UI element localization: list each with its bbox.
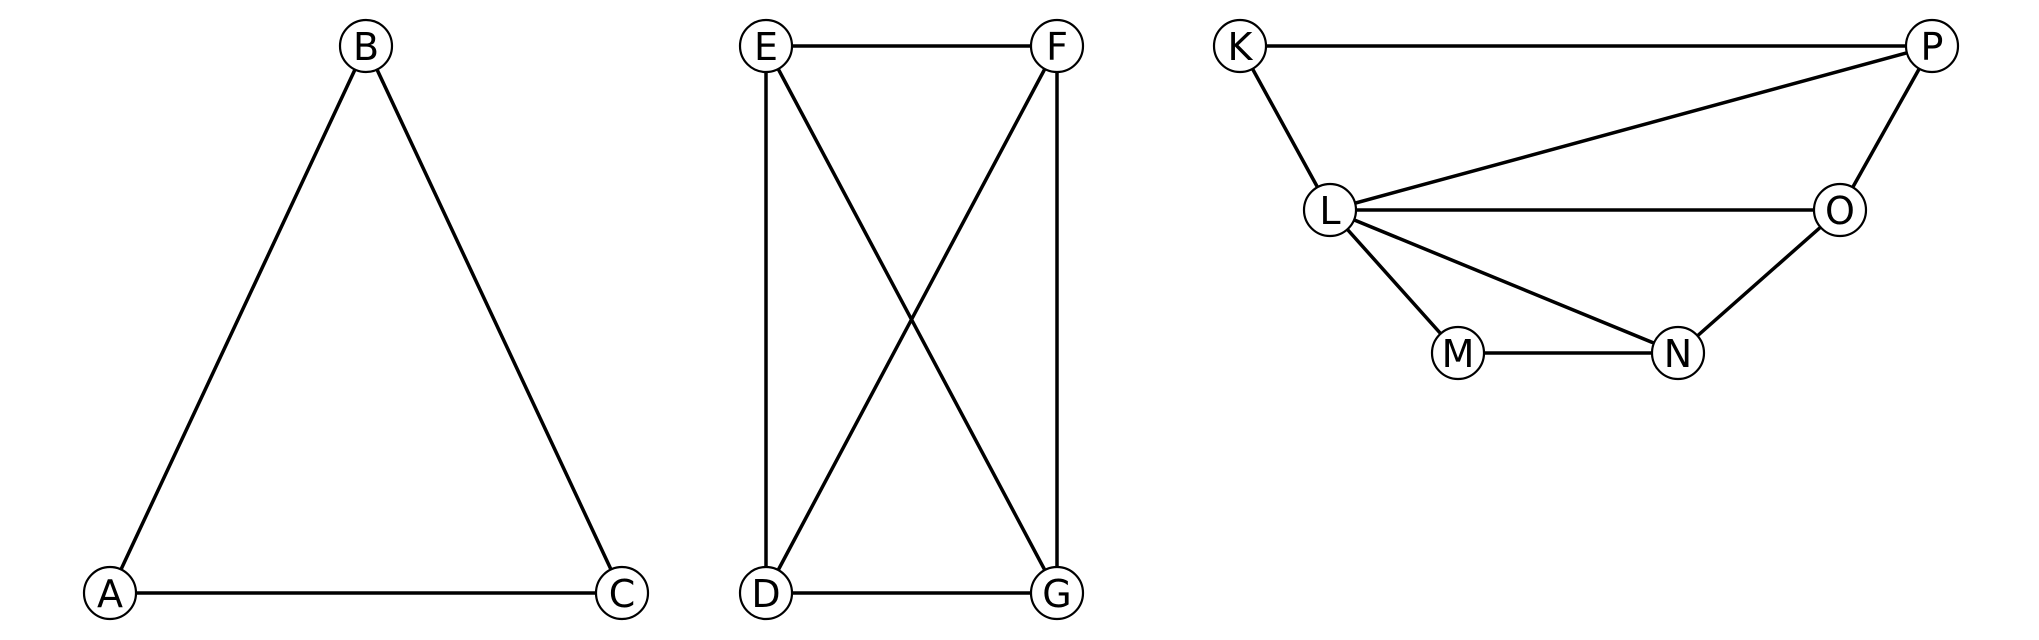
node-label: N (1664, 332, 1692, 376)
node-circle (1212, 18, 1268, 74)
node-a: A (82, 565, 138, 621)
node-circle (1650, 325, 1706, 381)
node-d: D (738, 565, 794, 621)
node-circle (1812, 182, 1868, 238)
node-label: E (754, 25, 778, 69)
edge-p-l (1329, 44, 1933, 212)
edge-k-l (1238, 45, 1332, 211)
node-circle (738, 18, 794, 74)
node-g: G (1029, 565, 1085, 621)
node-l: L (1302, 182, 1358, 238)
node-circle (338, 18, 394, 74)
node-circle (1904, 18, 1960, 74)
node-label: M (1442, 332, 1475, 376)
node-b: B (338, 18, 394, 74)
edge-l-n (1329, 208, 1679, 355)
node-label: L (1319, 189, 1340, 233)
node-c: C (594, 565, 650, 621)
node-circle (1029, 565, 1085, 621)
node-p: P (1904, 18, 1960, 74)
node-label: C (609, 572, 636, 616)
edge-b-c (364, 45, 624, 594)
node-circle (1029, 18, 1085, 74)
node-circle (1430, 325, 1486, 381)
edge-p-o (1838, 45, 1934, 211)
edge-a-b (108, 45, 368, 594)
node-label: K (1228, 25, 1254, 69)
node-circle (82, 565, 138, 621)
edge-layer (108, 44, 1934, 595)
node-k: K (1212, 18, 1268, 74)
node-label: B (353, 25, 379, 69)
edge-l-m (1328, 208, 1460, 355)
node-m: M (1430, 325, 1486, 381)
node-circle (1302, 182, 1358, 238)
node-label: A (97, 572, 123, 616)
node-n: N (1650, 325, 1706, 381)
node-layer: A B C E F D G K P L O M N (82, 18, 1960, 621)
edge-n-o (1676, 208, 1842, 355)
edge-f-d (764, 45, 1059, 594)
node-label: D (751, 572, 780, 616)
node-circle (594, 565, 650, 621)
node-circle (738, 565, 794, 621)
node-label: G (1042, 572, 1071, 616)
node-label: O (1825, 189, 1855, 233)
node-o: O (1812, 182, 1868, 238)
node-f: F (1029, 18, 1085, 74)
node-label: F (1046, 25, 1068, 69)
node-e: E (738, 18, 794, 74)
node-label: P (1921, 25, 1944, 69)
